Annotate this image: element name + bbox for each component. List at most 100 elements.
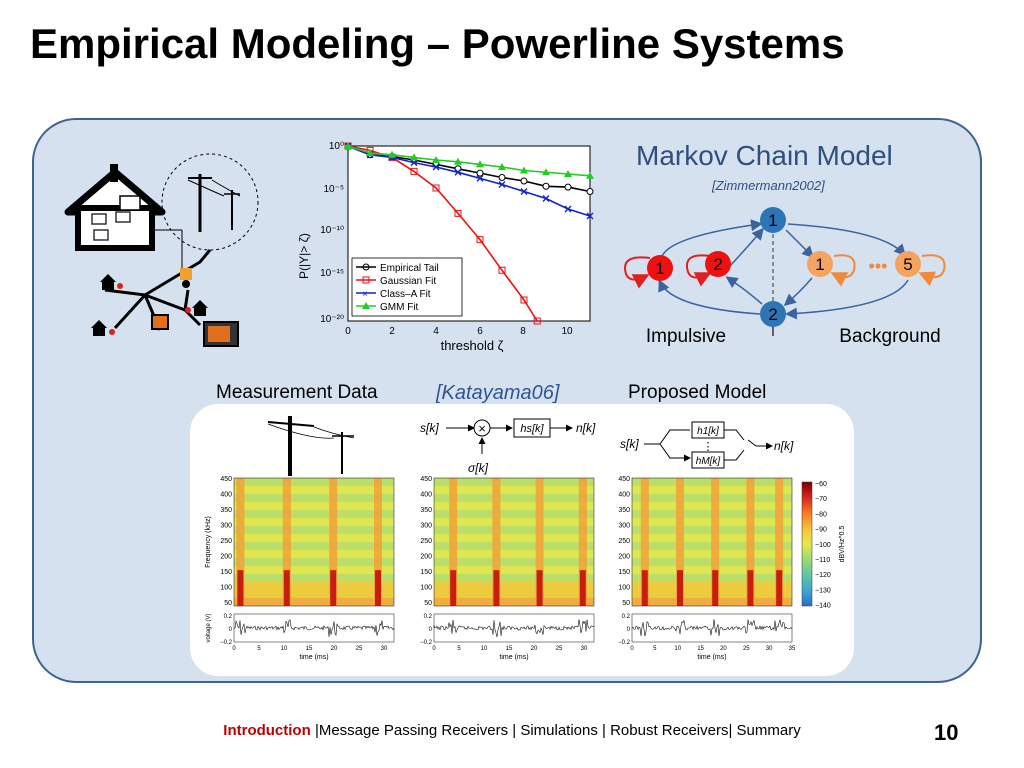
series-3-point-5	[454, 157, 462, 165]
time-tick: 10	[674, 646, 681, 652]
colorbar-unit: dBV/Hz^0.5	[839, 526, 846, 563]
markov-title: Markov Chain Model	[636, 140, 893, 171]
voltage-trace	[631, 618, 793, 637]
freq-tick: 300	[618, 523, 630, 530]
time-tick: 30	[381, 646, 388, 652]
freq-tick: 350	[420, 507, 432, 514]
colorbar-tick: −80	[815, 511, 827, 518]
series-3-point-2	[388, 150, 396, 158]
markov-citation: [Zimmermann2002]	[712, 178, 825, 193]
utility-pole-icon	[267, 416, 355, 476]
mid-output-label: n[k]	[576, 421, 596, 435]
impulsive-state-1-label: 1	[655, 259, 664, 278]
footer-active-section[interactable]: Introduction	[223, 722, 311, 739]
background-state-1	[807, 251, 833, 277]
time-tick: 5	[653, 646, 657, 652]
state-top-label: 1	[768, 211, 777, 230]
series-2-point-9	[542, 195, 550, 202]
state-bottom-label: 2	[768, 305, 777, 324]
series-0-point-11	[586, 188, 594, 195]
colorbar-tick: −100	[815, 542, 831, 549]
y-tick-2: 10⁻¹⁰	[320, 225, 344, 236]
x-tick-4: 8	[520, 326, 526, 337]
series-3-point-10	[564, 170, 572, 177]
time-tick: 15	[306, 646, 313, 652]
freq-tick: 50	[424, 600, 432, 607]
time-tick: 0	[630, 646, 634, 652]
series-0-point-7	[498, 174, 506, 181]
freq-tick: 150	[420, 569, 432, 576]
time-tick: 30	[581, 646, 588, 652]
series-1-point-8	[520, 296, 528, 304]
freq-tick: 300	[420, 523, 432, 530]
impulsive-state-2-label: 2	[713, 255, 722, 274]
y-tick-0: 10⁰	[329, 141, 344, 152]
freq-axis-label: Frequency (kHz)	[205, 516, 212, 568]
series-2-point-10	[564, 205, 572, 213]
state-bottom-circle	[760, 301, 786, 327]
right-dots: ⋮	[703, 441, 714, 453]
series-1-point-7	[498, 266, 506, 274]
time-tick: 5	[457, 646, 461, 652]
right-output-label: n[k]	[774, 439, 794, 453]
legend-gmm: GMM Fit	[380, 302, 419, 313]
time-tick: 30	[766, 646, 773, 652]
freq-tick: 100	[420, 585, 432, 592]
mid-input-label: s[k]	[420, 421, 439, 435]
state-top-circle	[760, 207, 786, 233]
svg-text:×: ×	[362, 289, 368, 300]
background-state-5-label: 5	[903, 255, 912, 274]
tail-probability-chart: P(|Y|> ζ) threshold ζ 10⁰ 10⁻⁵ 10⁻¹⁰ 10⁻…	[297, 141, 594, 353]
proposed-label: Proposed Model	[628, 382, 767, 403]
voltage-tick: 0.2	[622, 614, 631, 620]
voltage-tick: 0.2	[424, 614, 433, 620]
right-input-label: s[k]	[620, 437, 639, 451]
freq-tick: 150	[220, 569, 232, 576]
x-tick-0: 0	[345, 326, 351, 337]
background-label: Background	[839, 326, 940, 347]
x-tick-5: 10	[561, 326, 573, 337]
series-1-point-3	[410, 167, 418, 175]
chart-series-group	[344, 142, 594, 325]
series-3-point-11	[586, 171, 594, 179]
single-filter-diagram: s[k] × hs[k] n[k] σ[k]	[420, 418, 596, 475]
mid-sigma-label: σ[k]	[468, 461, 489, 475]
freq-tick: 150	[618, 569, 630, 576]
freq-tick: 250	[220, 538, 232, 545]
markov-chain-diagram: 1 2 1 2 1 ••• 5 Impulsive Background	[624, 207, 946, 347]
y-tick-4: 10⁻²⁰	[320, 314, 344, 325]
series-2-point-8	[520, 188, 528, 195]
series-2-point-11	[586, 212, 594, 220]
series-line-3	[347, 145, 591, 177]
time-tick: 10	[481, 646, 488, 652]
footer-sections[interactable]: |Message Passing Receivers | Simulations…	[314, 722, 801, 739]
series-0-point-8	[520, 177, 528, 185]
x-tick-1: 2	[389, 326, 395, 337]
page-number: 10	[934, 720, 959, 745]
time-tick: 20	[331, 646, 338, 652]
voltage-tick: 0	[627, 627, 631, 633]
series-0-point-10	[564, 183, 572, 191]
series-3-point-1	[366, 149, 374, 156]
voltage-tick: −0.2	[618, 640, 631, 646]
series-1-point-6	[476, 236, 484, 244]
series-line-2	[347, 145, 591, 217]
time-axis-label: time (ms)	[697, 654, 726, 661]
series-3-point-0	[344, 142, 352, 149]
series-2-point-5	[454, 168, 462, 176]
colorbar-tick: −120	[815, 572, 831, 579]
time-tick: 25	[743, 646, 750, 652]
impulsive-label: Impulsive	[646, 326, 726, 347]
freq-tick: 450	[618, 476, 630, 483]
series-0-point-6	[476, 169, 484, 177]
freq-tick: 450	[220, 476, 232, 483]
legend-gaussian: Gaussian Fit	[380, 276, 436, 287]
slide-title: Empirical Modeling – Powerline Systems	[30, 20, 845, 67]
voltage-trace	[233, 619, 395, 637]
series-3-point-6	[476, 160, 484, 168]
series-3-point-3	[410, 153, 418, 161]
series-3-point-8	[520, 166, 528, 174]
